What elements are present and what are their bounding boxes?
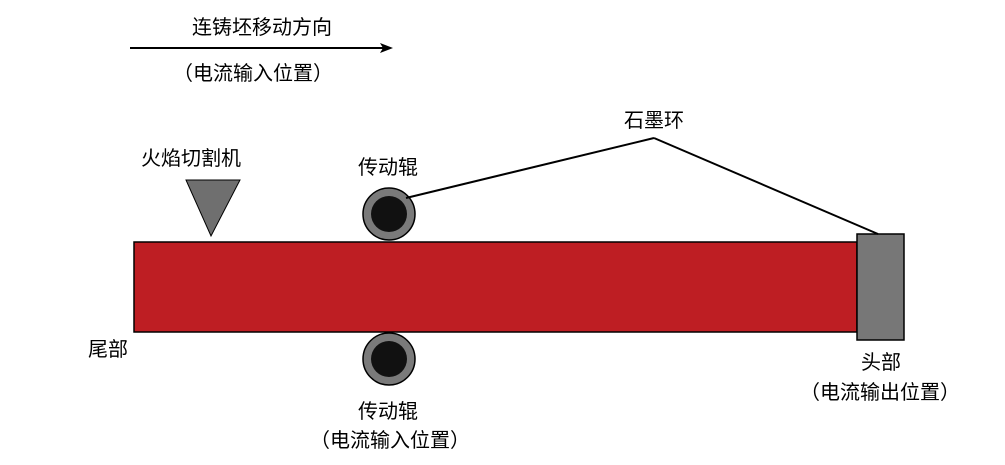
bottom-drive-roller — [362, 332, 416, 386]
head-label: 头部 — [861, 350, 901, 374]
head-note: （电流输出位置） — [800, 380, 960, 404]
bottom-roller-label: 传动辊 — [358, 399, 418, 423]
flame-cutter-triangle — [185, 179, 241, 238]
flame-cutter-label: 火焰切割机 — [141, 146, 241, 170]
cast-billet — [133, 241, 858, 333]
top-roller-label: 传动辊 — [358, 155, 418, 179]
tail-label: 尾部 — [88, 337, 128, 361]
graphite-ring-leader-lines — [405, 137, 879, 235]
graphite-ring-label: 石墨环 — [624, 108, 684, 132]
direction-title: 连铸坯移动方向 — [192, 15, 332, 39]
direction-arrow — [130, 43, 393, 53]
top-drive-roller — [362, 187, 416, 241]
bottom-roller-note: （电流输入位置） — [310, 428, 470, 452]
direction-subtitle: （电流输入位置） — [173, 61, 333, 85]
graphite-ring-block — [856, 233, 905, 341]
